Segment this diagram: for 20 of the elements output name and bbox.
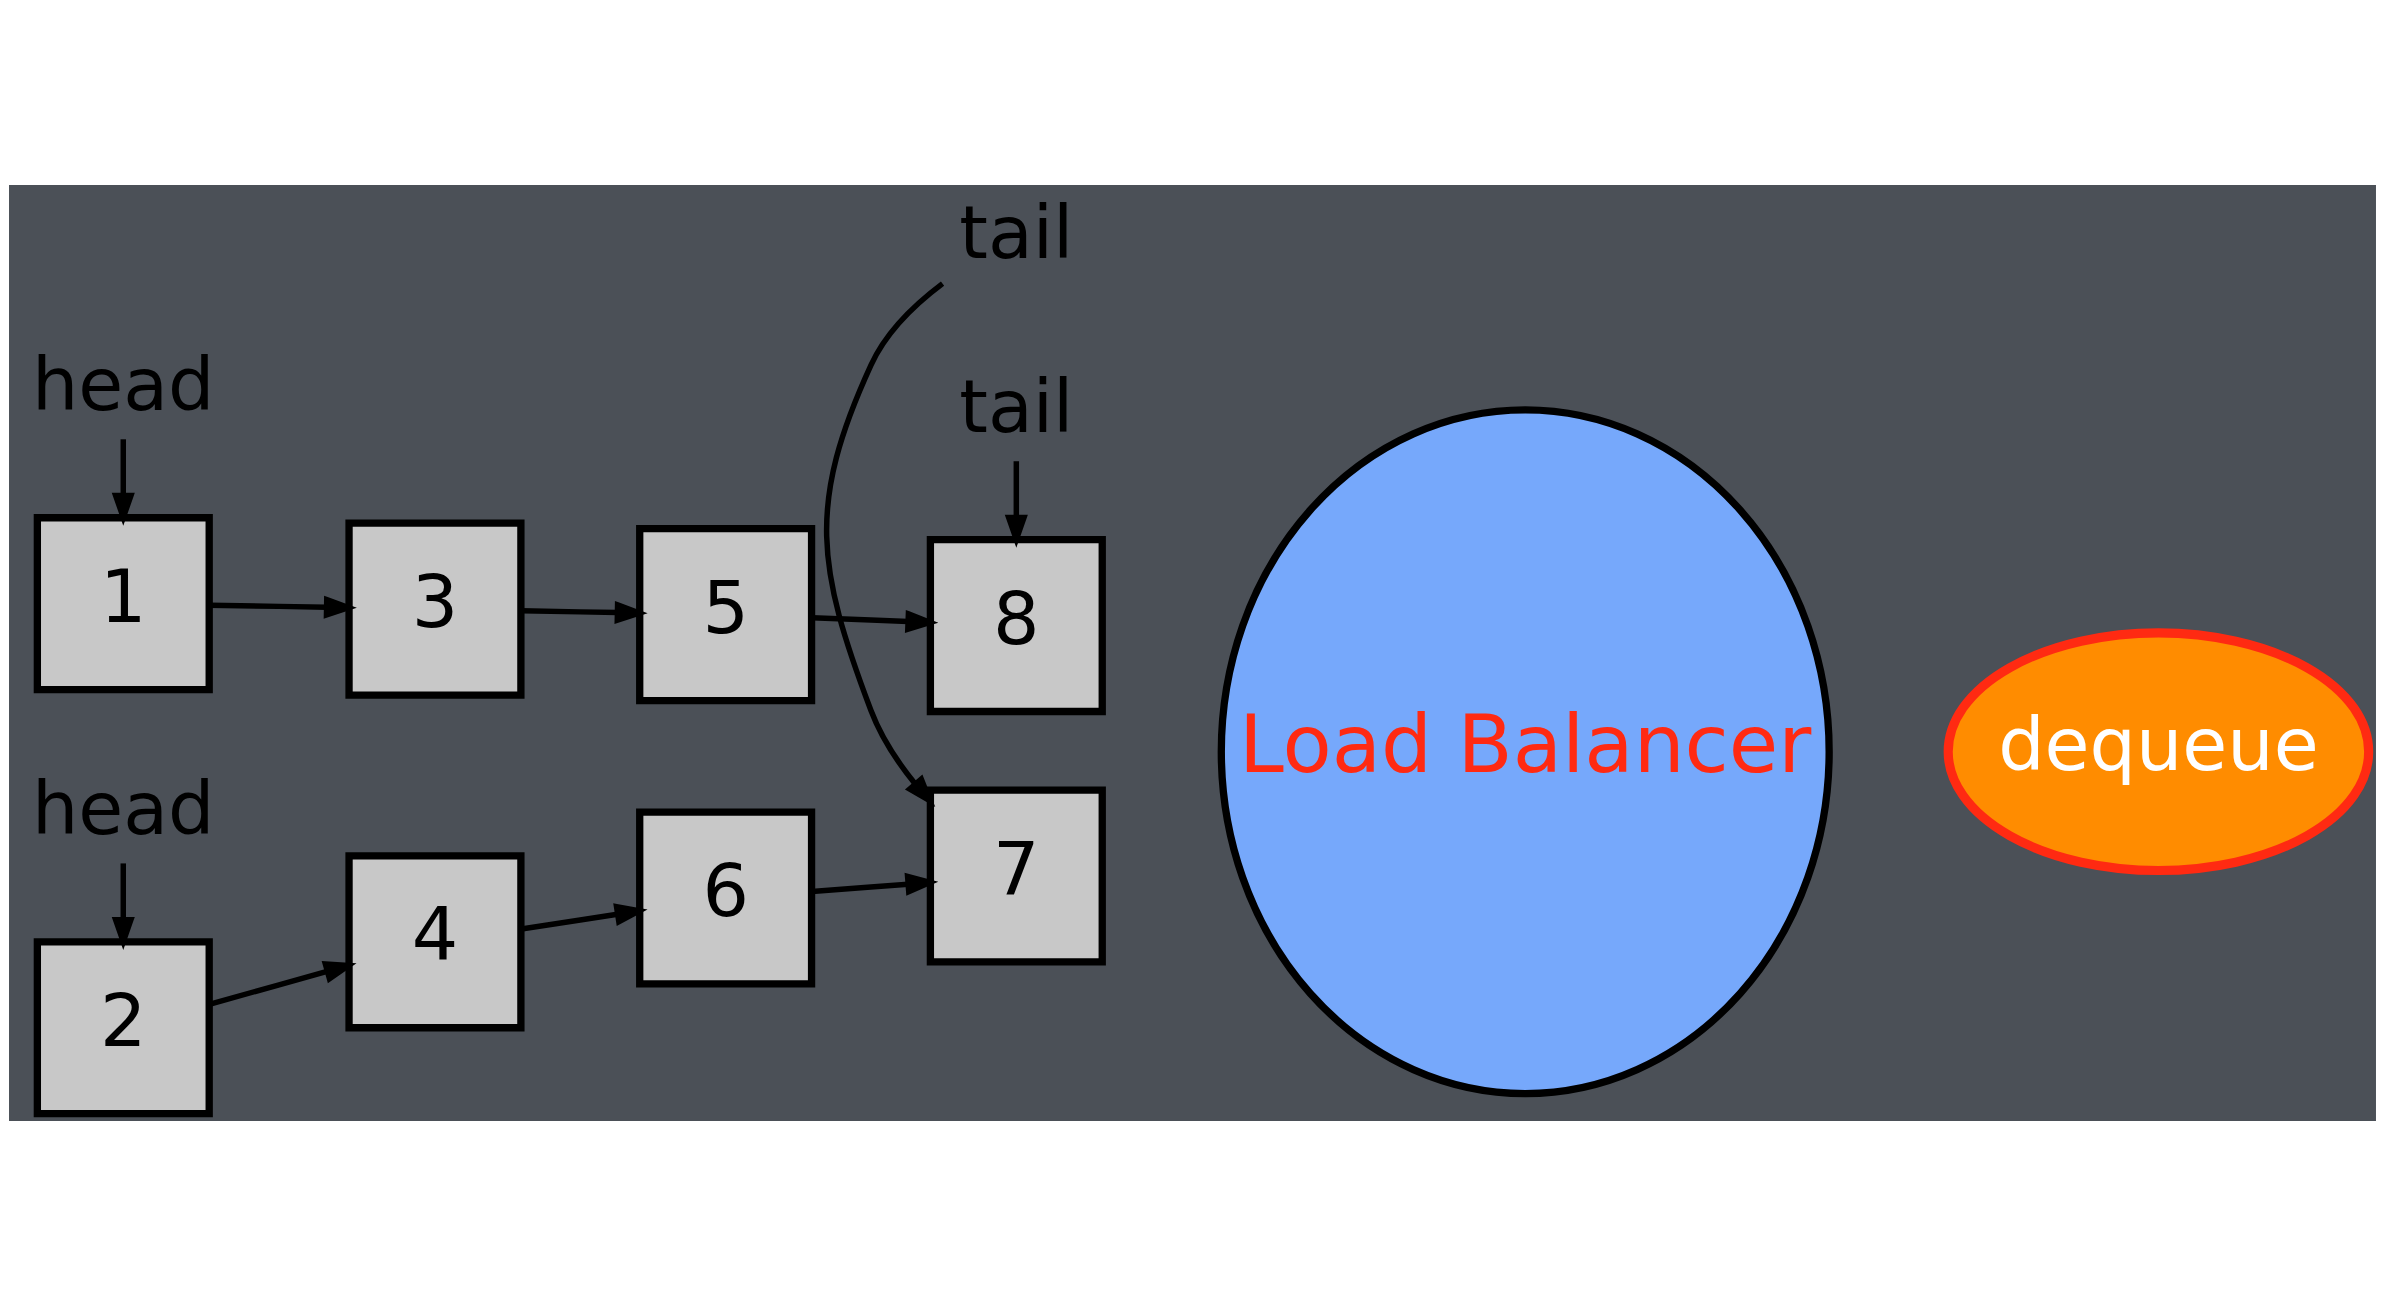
arrow	[111, 862, 135, 950]
node-box: 8	[926, 535, 1106, 715]
node-text: head	[32, 341, 215, 427]
node-text: head	[32, 765, 215, 851]
node-ellipse: Load Balancer	[1217, 405, 1833, 1097]
arrow	[824, 280, 945, 807]
node-ellipse: dequeue	[1943, 627, 2374, 875]
node-box: 7	[926, 785, 1106, 966]
arrow	[521, 600, 648, 624]
node-box: 2	[33, 937, 213, 1117]
node-box: 6	[636, 807, 816, 988]
arrow	[111, 438, 135, 526]
arrow	[209, 595, 357, 619]
arrow	[1004, 460, 1028, 548]
node-text: tail	[959, 189, 1074, 275]
node-text: tail	[959, 363, 1074, 449]
node-box: 5	[636, 524, 816, 704]
node-box: 4	[345, 851, 525, 1031]
node-box: 1	[33, 513, 213, 693]
node-box: 3	[345, 519, 525, 699]
